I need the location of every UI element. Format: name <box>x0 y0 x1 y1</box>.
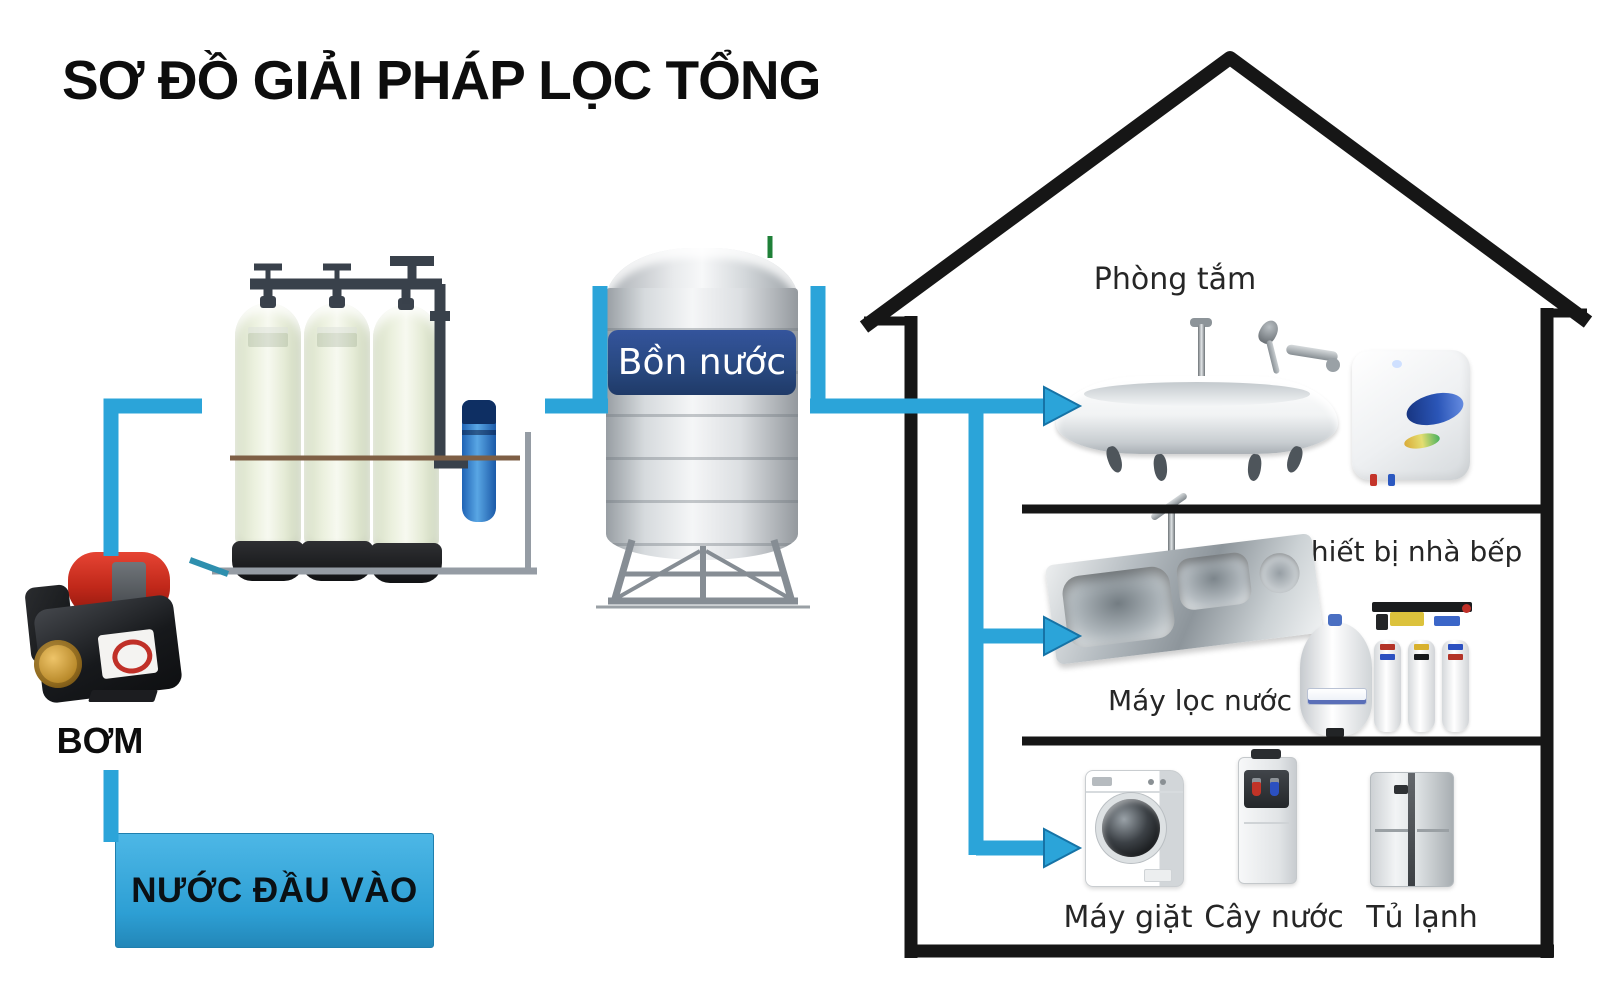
flow-arrow-utility <box>1043 827 1083 869</box>
sink-bowl-large <box>1060 564 1177 650</box>
refrigerator-icon <box>1370 772 1454 887</box>
washer-kick-panel <box>1144 869 1172 882</box>
sink-board <box>1044 533 1324 665</box>
washer-knob <box>1160 779 1166 785</box>
ro-tank-foot <box>1326 728 1344 737</box>
washing-machine-label: Máy giặt <box>1063 900 1193 935</box>
inlet-water-label: NƯỚC ĐẦU VÀO <box>131 870 418 910</box>
water-purifier-label: Máy lọc nước <box>1107 684 1293 717</box>
inlet-water-box: NƯỚC ĐẦU VÀO <box>115 833 434 948</box>
pump-plate-logo <box>110 637 155 676</box>
dispenser-lid <box>1251 749 1281 759</box>
heater-badge <box>1403 430 1441 452</box>
kitchen-equipment-label: Thiết bị nhà bếp <box>1293 535 1523 568</box>
cartridge-mark <box>1414 654 1429 660</box>
filter-column-base <box>370 543 442 583</box>
fridge-center-divider <box>1408 773 1415 886</box>
mixer-knob <box>1326 358 1340 372</box>
water-dispenser-label: Cây nước <box>1204 900 1344 935</box>
filter-column-base <box>232 541 304 581</box>
filter-column-3 <box>370 298 442 583</box>
ro-manifold <box>1372 602 1472 612</box>
filter-column-body <box>370 298 442 583</box>
water-pump-icon <box>24 548 184 710</box>
heater-indicator <box>1392 360 1402 368</box>
kitchen-sink-icon <box>1044 491 1325 680</box>
sink-bowl-small <box>1175 551 1253 612</box>
filter-column-body <box>301 296 373 581</box>
ro-purifier-icon <box>1372 596 1472 736</box>
tank-name-band: Bồn nước <box>608 330 796 395</box>
dispenser-tap-panel <box>1244 770 1289 808</box>
hot-tap <box>1252 782 1261 796</box>
ro-valve-dot <box>1462 604 1471 613</box>
tub-faucet <box>1198 324 1205 382</box>
cartridge-cap <box>462 400 496 424</box>
filter-column-cap <box>398 298 414 310</box>
bathtub-icon <box>1056 317 1340 483</box>
filter-column-cap <box>260 296 276 308</box>
tub-foot <box>1152 453 1169 482</box>
refrigerator-label: Tủ lạnh <box>1366 900 1478 935</box>
fridge-door-seam <box>1417 829 1449 832</box>
ro-cartridge <box>1374 640 1401 732</box>
cartridge-mark <box>1380 654 1395 660</box>
page-title: SƠ ĐỒ GIẢI PHÁP LỌC TỔNG <box>62 49 821 111</box>
washer-detergent-drawer <box>1092 777 1112 786</box>
washer-door <box>1102 799 1160 857</box>
stainless-water-tank-icon: Bồn nước <box>596 236 808 616</box>
filter-column-sticker <box>317 327 357 347</box>
filter-column-1 <box>232 296 304 581</box>
ro-cartridge <box>1408 640 1435 732</box>
filter-column-sticker <box>248 327 288 347</box>
ro-tank-valve <box>1328 614 1342 626</box>
pump-brass-inlet <box>34 640 82 688</box>
tank-body <box>606 288 798 560</box>
filter-column-body <box>232 296 304 581</box>
fine-filter-cartridge-icon <box>462 400 496 522</box>
heater-hot-pipe <box>1370 474 1377 486</box>
ro-cartridge <box>1442 640 1469 732</box>
filter-column-2 <box>301 296 373 581</box>
heater-cold-pipe <box>1388 474 1395 486</box>
washing-machine-icon <box>1085 770 1184 887</box>
tank-label: Bồn nước <box>617 342 787 383</box>
dispenser-door-seam <box>1244 822 1289 824</box>
washer-knob <box>1148 779 1154 785</box>
cartridge-ring <box>462 430 496 435</box>
shower-hose <box>1265 339 1281 375</box>
pump-label: BƠM <box>56 720 144 761</box>
fridge-handle <box>1394 785 1408 794</box>
tub-inner-shade <box>1084 382 1310 406</box>
sink-faucet <box>1168 507 1175 555</box>
fridge-door-seam <box>1375 829 1408 832</box>
washer-control-panel <box>1086 771 1183 793</box>
heater-display-panel <box>1403 387 1467 431</box>
tub-foot <box>1246 453 1263 482</box>
filter-column-cap <box>329 296 345 308</box>
bathroom-label: Phòng tắm <box>1093 262 1257 297</box>
ro-tube <box>1434 616 1460 626</box>
cartridge-mark <box>1448 644 1463 650</box>
filter-column-base <box>301 541 373 581</box>
cartridge-mark <box>1448 654 1463 660</box>
sink-drainboard <box>1257 550 1302 596</box>
cartridge-mark <box>1380 644 1395 650</box>
pump-foot <box>88 690 158 702</box>
ro-fitting <box>1376 614 1388 630</box>
water-dispenser-icon <box>1238 749 1297 884</box>
ro-pressure-tank <box>1300 614 1372 737</box>
ro-membrane <box>1390 612 1424 626</box>
water-heater-icon <box>1352 350 1470 486</box>
pump-name-plate <box>97 628 159 680</box>
cartridge-mark <box>1414 644 1429 650</box>
ro-tank-label <box>1307 688 1367 705</box>
cold-tap <box>1270 782 1279 796</box>
